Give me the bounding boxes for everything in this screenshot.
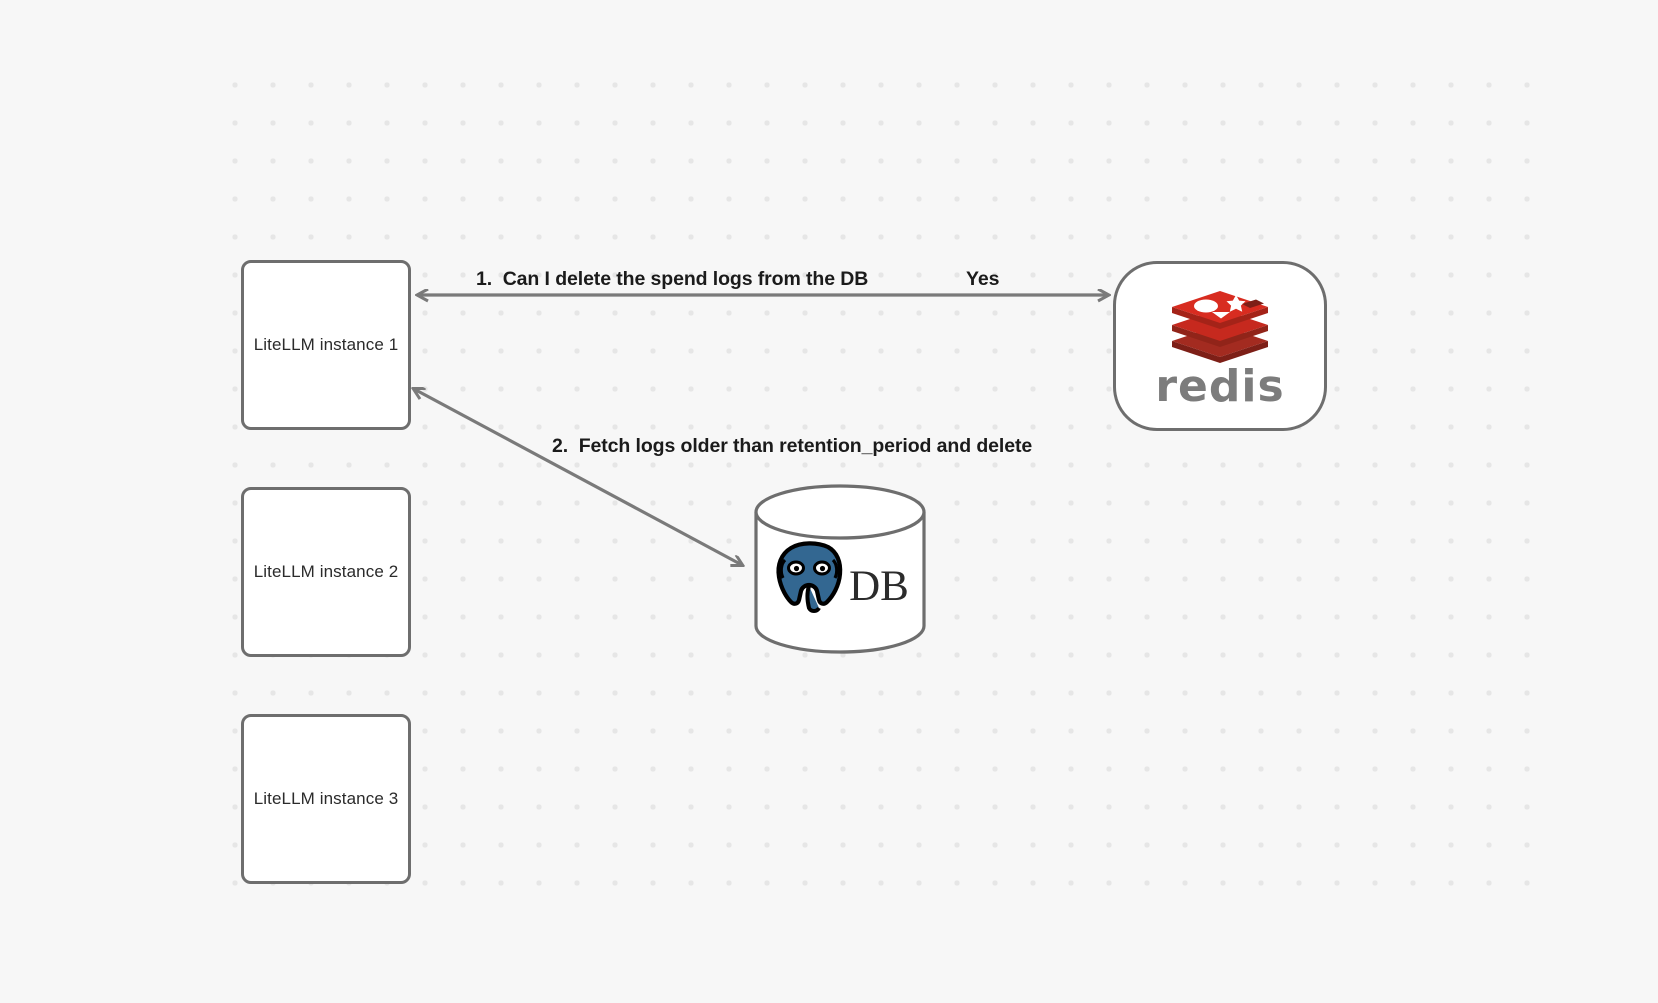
db-label: DB bbox=[849, 562, 909, 610]
db-inner: DB bbox=[754, 487, 926, 651]
node-redis[interactable]: redis bbox=[1113, 261, 1327, 431]
node-litellm-instance-3[interactable]: LiteLLM instance 3 bbox=[241, 714, 411, 884]
postgresql-elephant-icon bbox=[776, 541, 843, 613]
edge-label-2: 2. Fetch logs older than retention_perio… bbox=[552, 435, 1033, 457]
node-db[interactable]: DB bbox=[754, 487, 926, 651]
node-label: LiteLLM instance 3 bbox=[253, 789, 399, 808]
edge-label-1-answer: Yes bbox=[966, 268, 1000, 290]
redis-wordmark: redis bbox=[1155, 361, 1285, 412]
edge-label-1: 1. Can I delete the spend logs from the … bbox=[476, 268, 869, 290]
node-label: LiteLLM instance 2 bbox=[253, 562, 399, 581]
redis-logo-wrap: redis bbox=[1155, 285, 1284, 409]
edge-litellm1-db bbox=[414, 389, 742, 565]
node-litellm-instance-2[interactable]: LiteLLM instance 2 bbox=[241, 487, 411, 657]
db-logo-row: DB bbox=[771, 538, 909, 618]
redis-logo-icon bbox=[1172, 291, 1268, 363]
node-label: LiteLLM instance 1 bbox=[253, 335, 399, 354]
node-litellm-instance-1[interactable]: LiteLLM instance 1 bbox=[241, 260, 411, 430]
